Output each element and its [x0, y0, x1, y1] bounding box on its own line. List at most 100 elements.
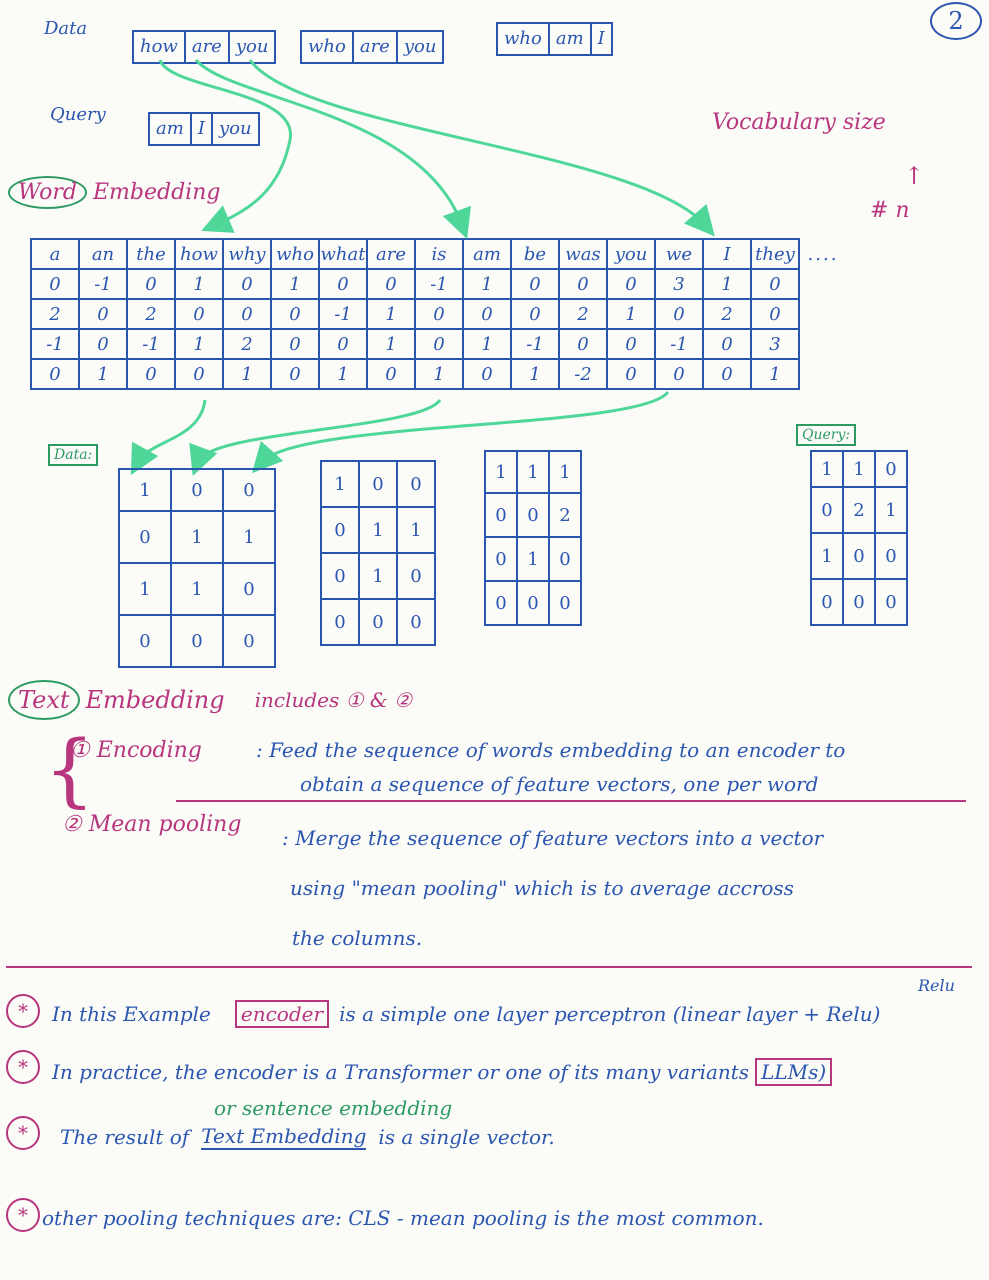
cell: 0 — [606, 358, 656, 390]
cell: 0 — [174, 298, 224, 330]
cell: -2 — [558, 358, 608, 390]
cell: 1 — [118, 562, 172, 616]
cell: 1 — [516, 450, 550, 494]
step1-label: ① Encoding — [70, 738, 202, 763]
cell: 0 — [516, 580, 550, 626]
cell: 0 — [118, 614, 172, 668]
vocab-n-label: # n — [870, 198, 910, 223]
cell: 0 — [396, 598, 436, 646]
cell: -1 — [318, 298, 368, 330]
cell: 1 — [810, 450, 844, 488]
step2-label: ② Mean pooling — [62, 812, 242, 837]
cell: 0 — [606, 268, 656, 300]
cell: 1 — [874, 486, 908, 534]
cell: 1 — [366, 298, 416, 330]
page-number-text: 2 — [948, 7, 964, 35]
cell: 0 — [810, 578, 844, 626]
cell: 0 — [118, 510, 172, 564]
vocab-word: are — [366, 238, 416, 270]
cell: 0 — [396, 460, 436, 508]
data-sequence-2: who are you — [300, 30, 445, 64]
cell: 1 — [318, 358, 368, 390]
cell: 2 — [30, 298, 80, 330]
cell: 2 — [702, 298, 752, 330]
cell: 0 — [558, 328, 608, 360]
cell: 0 — [78, 298, 128, 330]
vocab-word: I — [702, 238, 752, 270]
cell: 1 — [842, 450, 876, 488]
cell: 0 — [126, 358, 176, 390]
includes-text: includes ① & ② — [254, 688, 413, 712]
word: you — [235, 36, 269, 57]
cell: 2 — [126, 298, 176, 330]
star-bullet: * — [6, 994, 40, 1028]
star-bullet: * — [6, 1198, 40, 1232]
cell: 1 — [366, 328, 416, 360]
cell: 0 — [270, 298, 320, 330]
page-number: 2 — [930, 2, 982, 40]
text-embedding-heading: Text Embedding includes ① & ② — [8, 680, 412, 720]
query-tag: Query: — [796, 424, 857, 446]
word-circled: Word — [8, 176, 87, 209]
cell: 3 — [750, 328, 800, 360]
cell: 0 — [842, 532, 876, 580]
cell: 1 — [118, 468, 172, 512]
data-label: Data — [44, 18, 88, 39]
word: who — [498, 24, 550, 54]
cell: 0 — [320, 552, 360, 600]
cell: 1 — [222, 358, 272, 390]
vocab-word: we — [654, 238, 704, 270]
brace-icon: { — [44, 723, 95, 816]
query-sequence: am I you — [148, 112, 260, 146]
bullet3-b: is a single vector. — [378, 1125, 555, 1149]
cell: 0 — [462, 358, 512, 390]
cell: 3 — [654, 268, 704, 300]
word: you — [403, 36, 437, 57]
cell: 0 — [318, 328, 368, 360]
cell: 0 — [462, 298, 512, 330]
vocab-word: was — [558, 238, 608, 270]
cell: 0 — [874, 578, 908, 626]
word: how — [134, 32, 186, 62]
vocab-row: -1 0 -1 1 2 0 0 1 0 1 -1 0 0 -1 0 3 — [30, 328, 847, 360]
word: you — [218, 118, 252, 139]
vocab-word: is — [414, 238, 464, 270]
arrow-how — [158, 59, 292, 233]
cell: 1 — [174, 268, 224, 300]
vocab-row: 0 1 0 0 1 0 1 0 1 0 1 -2 0 0 0 1 — [30, 358, 847, 390]
connector-arrows — [130, 59, 715, 477]
encoder-boxed: encoder — [234, 1000, 330, 1028]
cell: 0 — [170, 614, 224, 668]
word: are — [354, 32, 398, 62]
vocab-word: why — [222, 238, 272, 270]
cell: 0 — [484, 536, 518, 582]
word-embedding-rest: Embedding — [92, 180, 221, 205]
cell: 0 — [78, 328, 128, 360]
cell: 1 — [462, 268, 512, 300]
cell: 2 — [548, 492, 582, 538]
cell: -1 — [510, 328, 560, 360]
cell: 1 — [270, 268, 320, 300]
cell: 1 — [414, 358, 464, 390]
word: I — [192, 114, 213, 144]
cell: 0 — [510, 268, 560, 300]
cell: 0 — [320, 506, 360, 554]
vocab-word: an — [78, 238, 128, 270]
step1-text-line1: : Feed the sequence of words embedding t… — [256, 738, 846, 762]
cell: 0 — [30, 268, 80, 300]
arrow-to-col3 — [251, 390, 670, 474]
cell: 0 — [750, 268, 800, 300]
cell: 1 — [484, 450, 518, 494]
data-sequence-3: who am I — [496, 22, 613, 56]
cell: 0 — [396, 552, 436, 600]
cell: 0 — [548, 580, 582, 626]
cell: 1 — [320, 460, 360, 508]
vocab-word: what — [318, 238, 368, 270]
step2-text-line3: the columns. — [292, 926, 423, 950]
text-embedding-rest: Embedding — [85, 686, 225, 714]
cell: 0 — [126, 268, 176, 300]
bullet1: In this Example encoder is a simple one … — [52, 1000, 880, 1028]
cell: -1 — [654, 328, 704, 360]
